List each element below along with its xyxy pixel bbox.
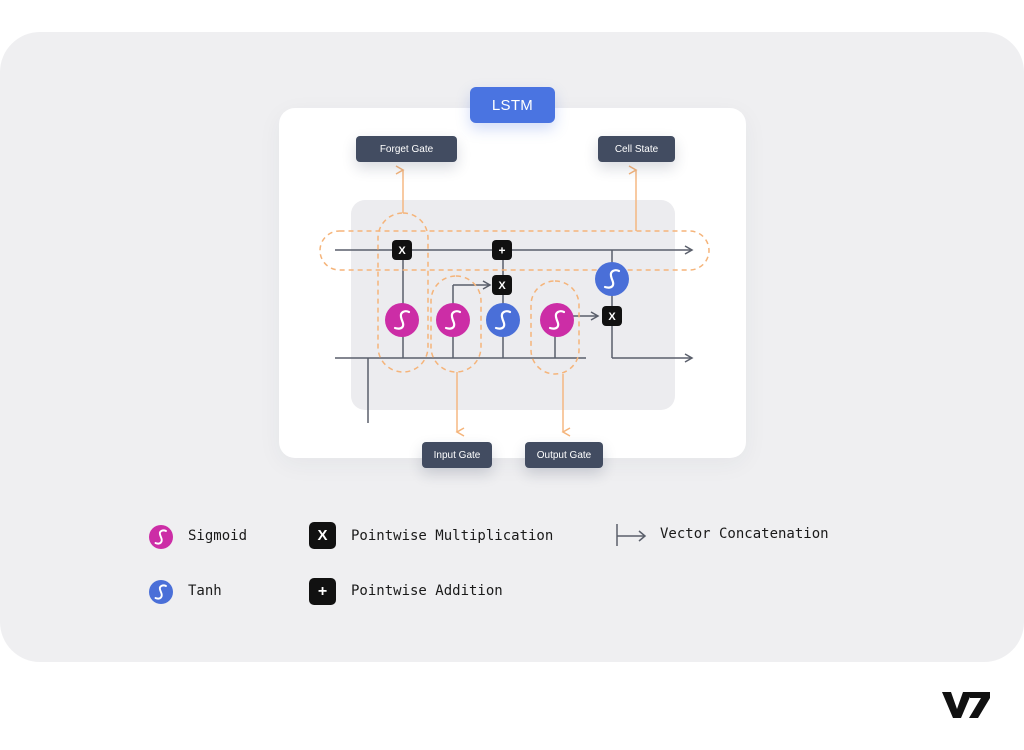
input-sigmoid-icon [436, 303, 470, 337]
output-multiply-icon: X [602, 306, 622, 326]
gate-output-arrows [395, 165, 638, 437]
activations [385, 262, 629, 337]
sigmoid-legend-icon [149, 525, 173, 549]
cell-add-icon: + [492, 240, 512, 260]
forget-gate-highlight [377, 212, 429, 373]
cell-tanh-icon [595, 262, 629, 296]
add-legend-icon: + [309, 578, 336, 605]
svg-text:X: X [608, 311, 616, 323]
svg-text:X: X [498, 280, 506, 292]
forget-gate-label: Forget Gate [356, 136, 457, 162]
concatenation-legend-label: Vector Concatenation [660, 526, 829, 542]
sigmoid-legend-label: Sigmoid [188, 528, 248, 544]
cell-state-label: Cell State [598, 136, 675, 162]
cell-state-highlight [319, 230, 710, 271]
multiply-legend-icon: X [309, 522, 336, 549]
addition-legend-label: Pointwise Addition [351, 583, 503, 599]
output-sigmoid-icon [540, 303, 574, 337]
output-gate-label: Output Gate [525, 442, 603, 468]
input-gate-highlight [430, 275, 482, 373]
v7-logo [942, 692, 990, 718]
gate-highlights [319, 212, 710, 375]
diagram-title: LSTM [470, 87, 555, 123]
operators: X + X X [392, 240, 622, 326]
input-gate-label: Input Gate [422, 442, 492, 468]
concatenation-legend-icon [616, 524, 647, 546]
forget-sigmoid-icon [385, 303, 419, 337]
input-multiply-icon: X [492, 275, 512, 295]
svg-text:X: X [398, 245, 406, 257]
input-tanh-icon [486, 303, 520, 337]
forget-multiply-icon: X [392, 240, 412, 260]
tanh-legend-label: Tanh [188, 583, 222, 599]
tanh-legend-icon [149, 580, 173, 604]
svg-text:+: + [498, 244, 505, 258]
wires [335, 245, 694, 423]
output-gate-highlight [530, 280, 580, 375]
multiplication-legend-label: Pointwise Multiplication [351, 528, 554, 544]
